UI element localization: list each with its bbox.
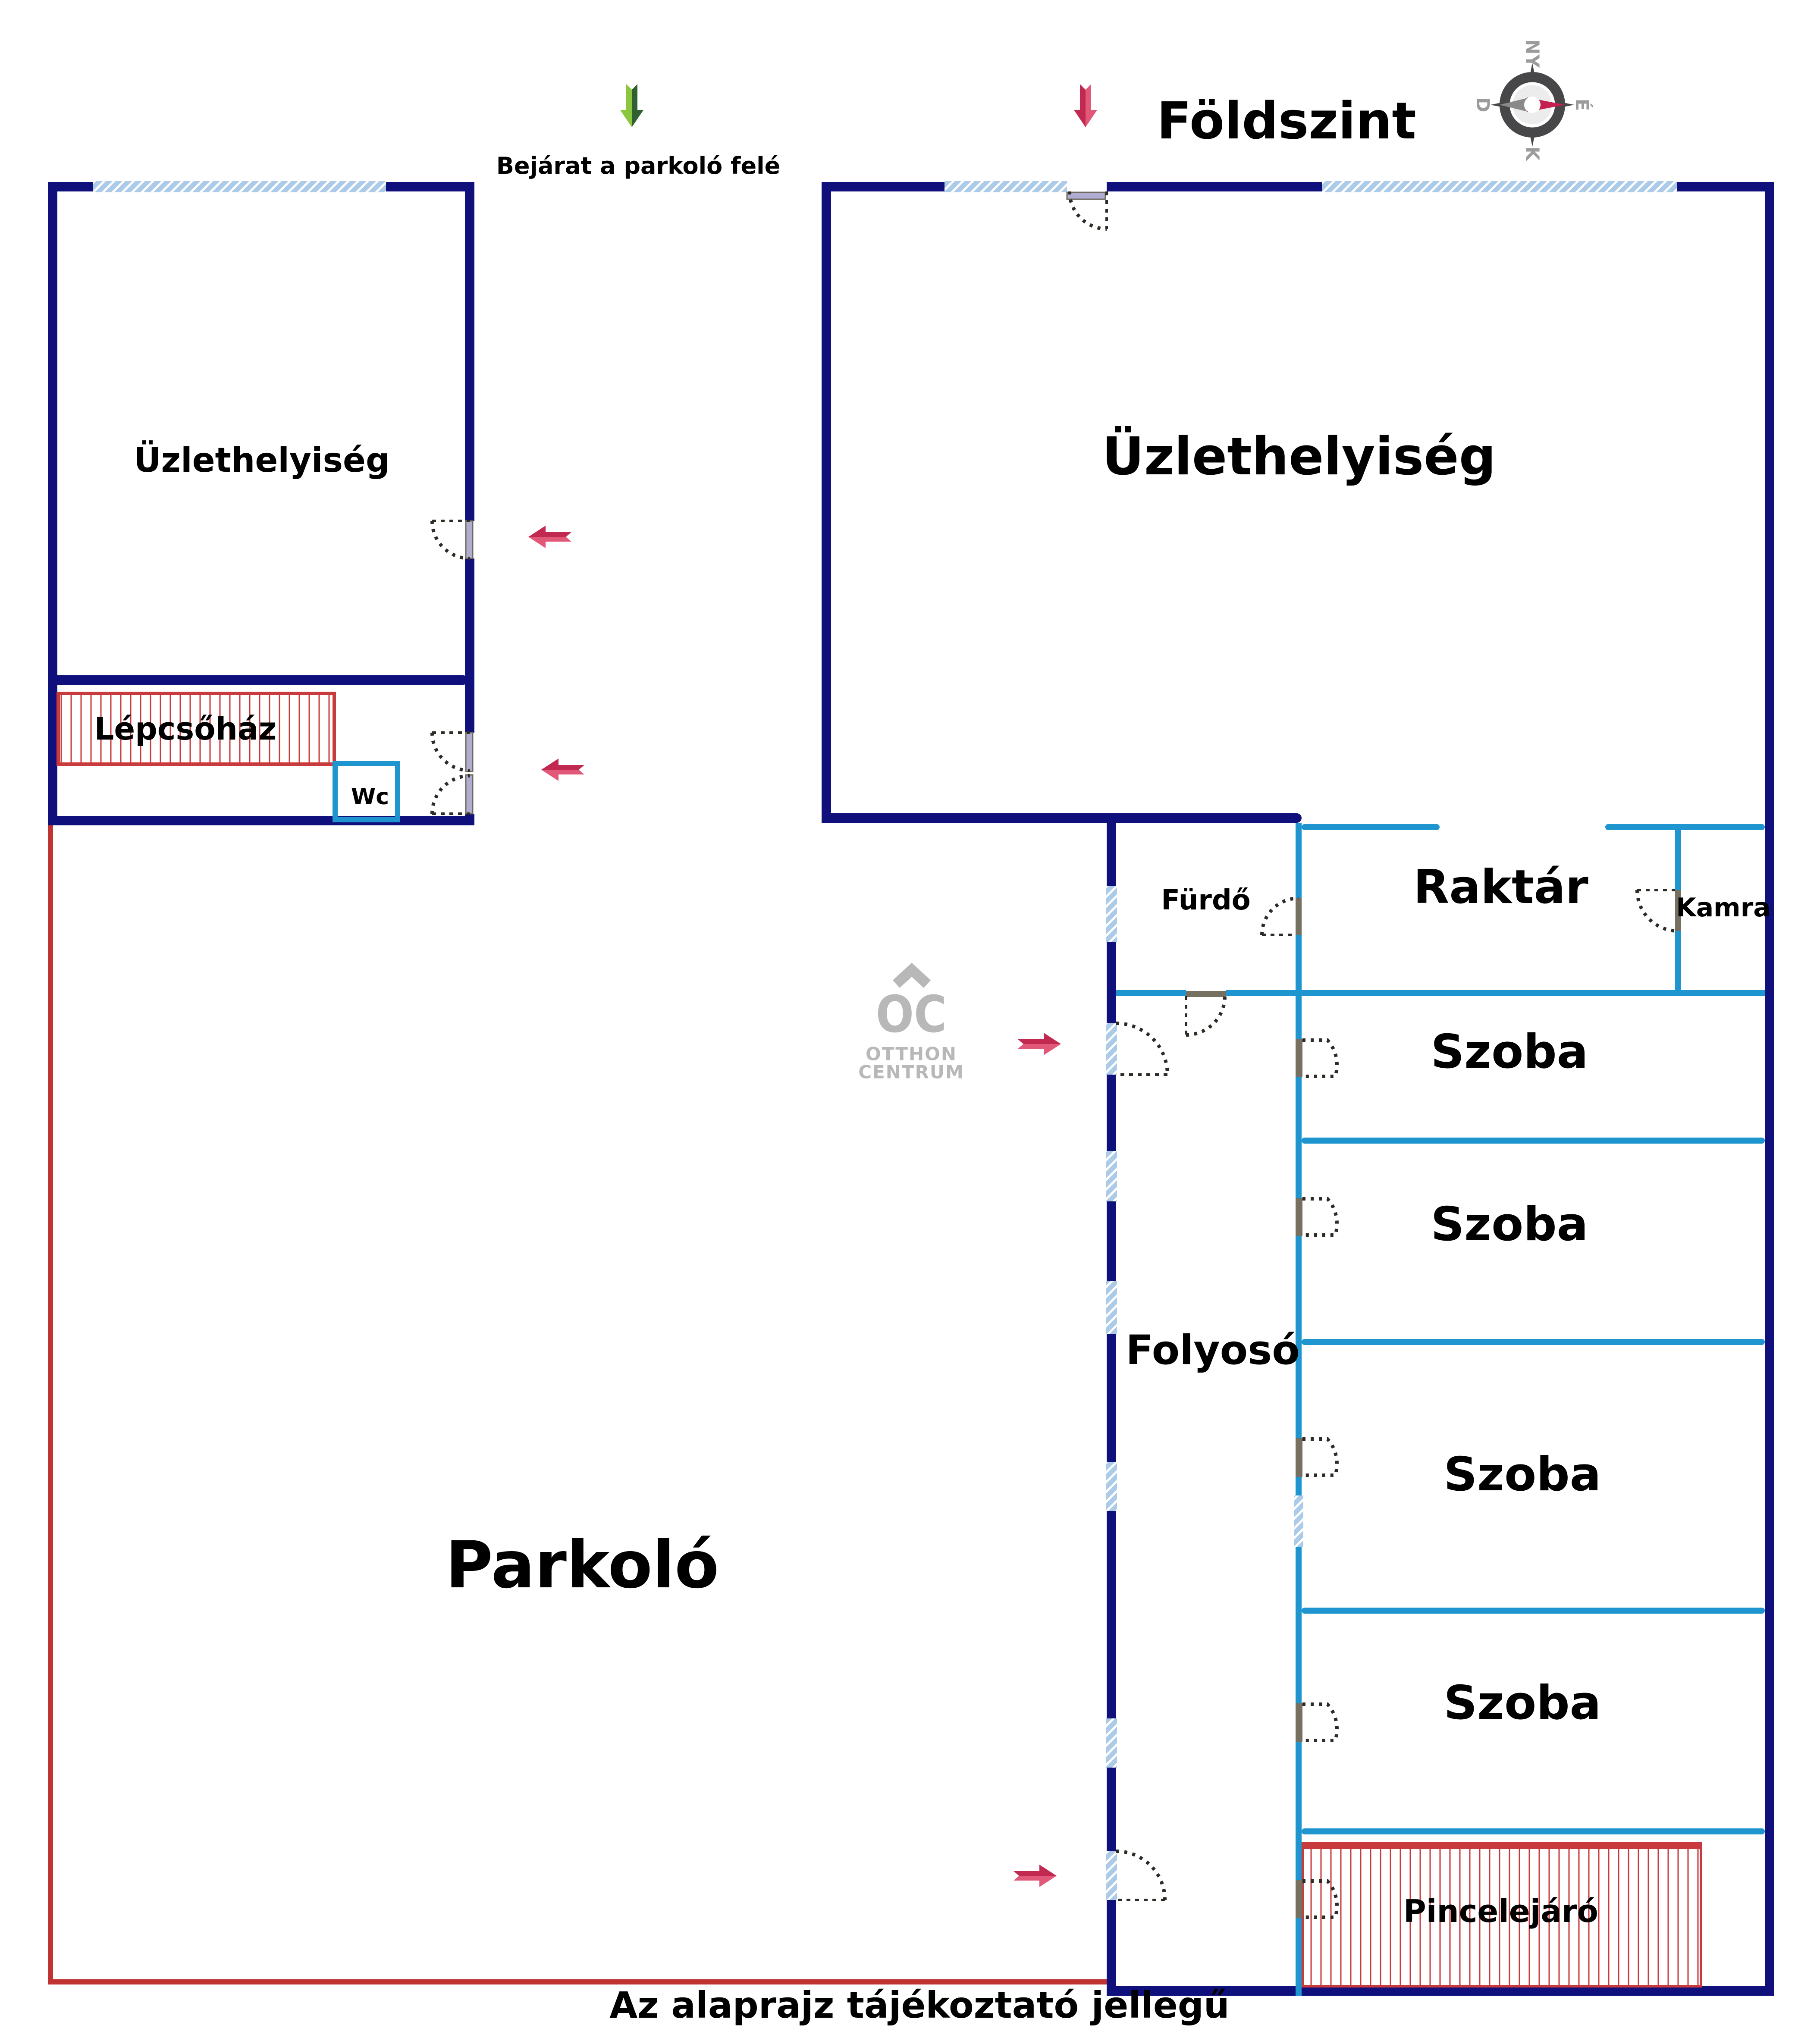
compass-label-right: É (1572, 98, 1593, 111)
watermark-roof-icon (892, 962, 931, 988)
room-label-left-shop: Üzlethelyiség (134, 441, 390, 480)
watermark-line2: CENTRUM (858, 1061, 964, 1083)
corridor-window-strips (1106, 886, 1117, 1900)
basement-door-swing (1296, 1879, 1339, 1919)
left-building (48, 181, 474, 825)
bathroom-corridor-door-swing (1185, 991, 1227, 1037)
room-label-pantry: Kamra (1676, 893, 1771, 923)
room3-door-swing (1296, 1437, 1339, 1477)
staircase-hatch (56, 692, 336, 766)
room-label-corridor: Folyosó (1126, 1327, 1300, 1374)
compass-label-left: D (1472, 97, 1494, 113)
watermark-line1: OTTHON (866, 1043, 957, 1065)
page-title: Földszint (1157, 91, 1416, 150)
room4-door-swing (1296, 1702, 1339, 1742)
window-strip (1294, 1495, 1303, 1547)
room-label-room2: Szoba (1431, 1198, 1588, 1251)
watermark-initials: OC (875, 984, 947, 1044)
shop-entrance-door-swing (1066, 191, 1108, 231)
window-strip (93, 181, 386, 192)
entrance-label: Bejárat a parkoló felé (496, 152, 781, 179)
direction-arrow-icon (1074, 84, 1097, 127)
corridor-bottom-door-swing (1116, 1850, 1167, 1901)
room-label-bathroom: Fürdő (1161, 884, 1251, 916)
partition-walls (1116, 823, 1765, 1996)
room-label-storage: Raktár (1413, 860, 1588, 914)
direction-arrow-icon (1018, 1033, 1061, 1055)
wc-walls (333, 761, 400, 822)
door-swing (430, 520, 474, 560)
direction-arrow-icon (1014, 1865, 1057, 1887)
room2-door-swing (1296, 1197, 1339, 1237)
room1-door-swing (1296, 1038, 1339, 1078)
room-label-basement: Pincelejáró (1403, 1893, 1598, 1929)
direction-arrow-icon (541, 759, 584, 781)
room-label-room3: Szoba (1443, 1448, 1601, 1502)
window-strip (1322, 181, 1677, 192)
compass-needle-south (1500, 97, 1529, 112)
right-building (822, 180, 1774, 1996)
bathroom-door-swing (1260, 897, 1302, 936)
room-label-room1: Szoba (1431, 1025, 1588, 1079)
window-strip (945, 181, 1067, 192)
parking-outline (48, 824, 1111, 1984)
room-label-right-shop: Üzlethelyiség (1102, 427, 1496, 487)
direction-arrow-icon (528, 526, 571, 548)
corridor-entry-door-swing (1116, 1022, 1169, 1076)
room-label-wc: Wc (351, 784, 389, 810)
compass-label-bottom: K (1522, 146, 1543, 161)
disclaimer: Az alaprajz tájékoztató jellegű (609, 1984, 1230, 2026)
pantry-door-swing (1635, 889, 1681, 933)
compass-label-top: NY (1522, 39, 1543, 68)
basement-stairs-hatch (1302, 1842, 1702, 1988)
room-label-room4: Szoba (1443, 1676, 1601, 1730)
area-label-parking: Parkoló (445, 1528, 719, 1603)
compass-icon (1491, 63, 1574, 147)
double-door-swing (430, 731, 474, 815)
room-label-staircase: Lépcsőház (94, 711, 277, 747)
entrance-arrow-icon (620, 84, 643, 127)
